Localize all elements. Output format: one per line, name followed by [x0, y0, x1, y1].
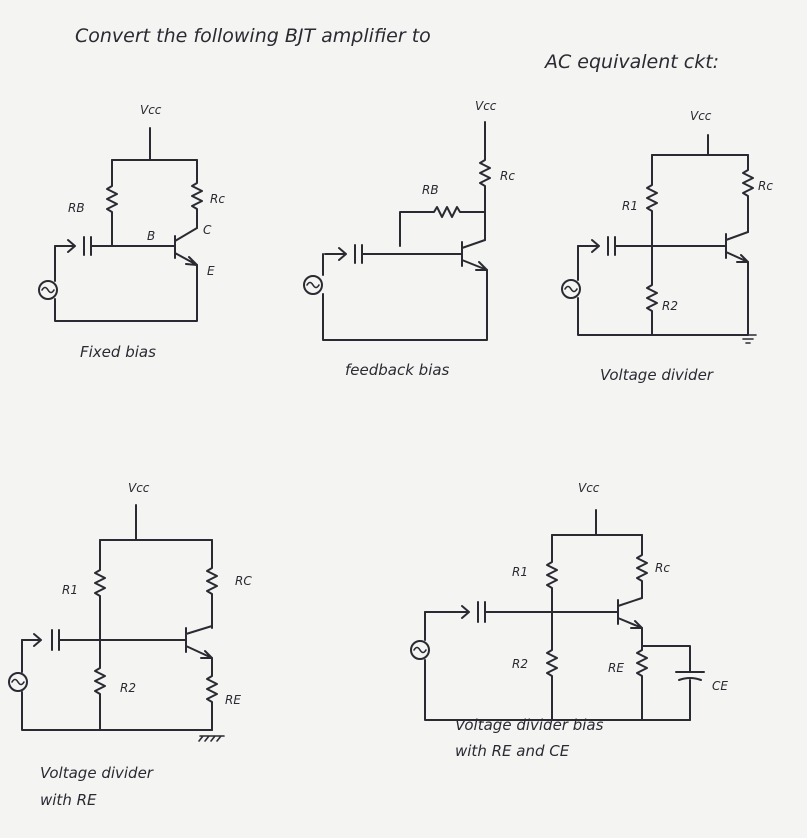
- input-capacitor: [424, 601, 619, 623]
- vcc-supply: [651, 134, 749, 156]
- voltage-divider-re-ce-circuit: Vcc R1 Rc R2 RE CE Voltage divider bias …: [410, 481, 728, 760]
- r2-label: R2: [512, 657, 528, 671]
- ac-source: [303, 275, 323, 295]
- bjt-transistor: [174, 227, 198, 266]
- sine-icon: [306, 281, 320, 289]
- fixed-bias-caption: Fixed bias: [80, 343, 156, 361]
- input-capacitor: [577, 236, 727, 256]
- rc-resistor: [479, 121, 491, 241]
- ac-source: [38, 280, 58, 300]
- rc-label: Rc: [500, 169, 515, 183]
- vcc-supply: [111, 127, 198, 161]
- r1-resistor: [546, 534, 558, 613]
- fixed-bias-circuit: Vcc RB Rc B C E Fixed bias: [38, 103, 225, 361]
- rc-label: Rc: [210, 192, 225, 206]
- voltage-divider-re-circuit: Vcc R1 RC R2 RE Voltage divider with RE: [8, 481, 252, 809]
- re-resistor: [636, 627, 648, 721]
- base-label: B: [147, 229, 155, 243]
- feedback-bias-circuit: Vcc Rc RB feedback bias: [303, 99, 515, 379]
- sine-icon: [11, 678, 25, 686]
- sine-icon: [413, 646, 427, 654]
- r1-label: R1: [62, 583, 78, 597]
- vcc-label: Vcc: [128, 481, 150, 495]
- rc-label: Rc: [655, 561, 670, 575]
- vd-re-caption-line-1: Voltage divider: [40, 764, 154, 782]
- ac-loop-wire: [424, 611, 691, 721]
- bjt-transistor: [185, 625, 213, 659]
- r2-label: R2: [120, 681, 136, 695]
- r2-resistor: [646, 245, 658, 336]
- re-label: RE: [225, 693, 241, 707]
- bjt-transistor: [725, 231, 749, 263]
- sine-icon: [41, 286, 55, 294]
- ac-loop-wire: [21, 639, 213, 731]
- heading-line-1: Convert the following BJT amplifier to: [75, 25, 431, 47]
- r2-label: R2: [662, 299, 678, 313]
- ac-source: [8, 672, 28, 692]
- ac-loop-wire: [577, 245, 749, 336]
- r2-resistor: [546, 611, 558, 721]
- input-capacitor: [54, 236, 176, 256]
- vcc-label: Vcc: [475, 99, 497, 113]
- rb-label: RB: [422, 183, 439, 197]
- r1-label: R1: [622, 199, 638, 213]
- vcc-supply: [99, 504, 213, 541]
- feedback-bias-caption: feedback bias: [345, 361, 450, 379]
- rb-resistor: [106, 159, 118, 247]
- rc-resistor: [191, 159, 203, 229]
- voltage-divider-circuit: Vcc R1 Rc R2 Voltage divider: [561, 109, 773, 384]
- ac-source: [561, 279, 581, 299]
- input-capacitor: [21, 629, 187, 651]
- vd-re-ce-caption-line-2: with RE and CE: [455, 742, 570, 760]
- ce-capacitor: [641, 645, 705, 721]
- rc-resistor: [206, 539, 218, 629]
- sine-icon: [564, 285, 578, 293]
- vcc-label: Vcc: [690, 109, 712, 123]
- rb-label: RB: [68, 201, 85, 215]
- vcc-label: Vcc: [140, 103, 162, 117]
- rc-resistor: [636, 534, 648, 599]
- re-resistor: [206, 657, 218, 731]
- ac-loop-wire: [54, 245, 198, 322]
- re-label: RE: [608, 661, 624, 675]
- vd-re-ce-caption-line-1: Voltage divider bias: [455, 716, 604, 734]
- rc-resistor: [742, 154, 754, 233]
- r2-resistor: [94, 639, 106, 731]
- heading-line-2: AC equivalent ckt:: [543, 51, 719, 73]
- rb-feedback-resistor: [399, 206, 486, 247]
- vd-re-caption-line-2: with RE: [40, 791, 97, 809]
- ground-icon: [739, 334, 757, 344]
- ac-source: [410, 640, 430, 660]
- r1-resistor: [646, 154, 658, 247]
- collector-label: C: [203, 223, 212, 237]
- rc-label: RC: [235, 574, 252, 588]
- input-capacitor: [324, 244, 463, 264]
- ac-loop-wire: [322, 253, 488, 341]
- r1-resistor: [94, 539, 106, 641]
- rc-label: Rc: [758, 179, 773, 193]
- bjt-transistor: [617, 597, 643, 629]
- vcc-supply: [551, 509, 643, 536]
- voltage-divider-caption: Voltage divider: [600, 366, 714, 384]
- emitter-label: E: [207, 264, 215, 278]
- ground-icon: [198, 735, 225, 742]
- bjt-transistor: [461, 239, 488, 271]
- r1-label: R1: [512, 565, 528, 579]
- vcc-label: Vcc: [578, 481, 600, 495]
- ce-label: CE: [712, 679, 728, 693]
